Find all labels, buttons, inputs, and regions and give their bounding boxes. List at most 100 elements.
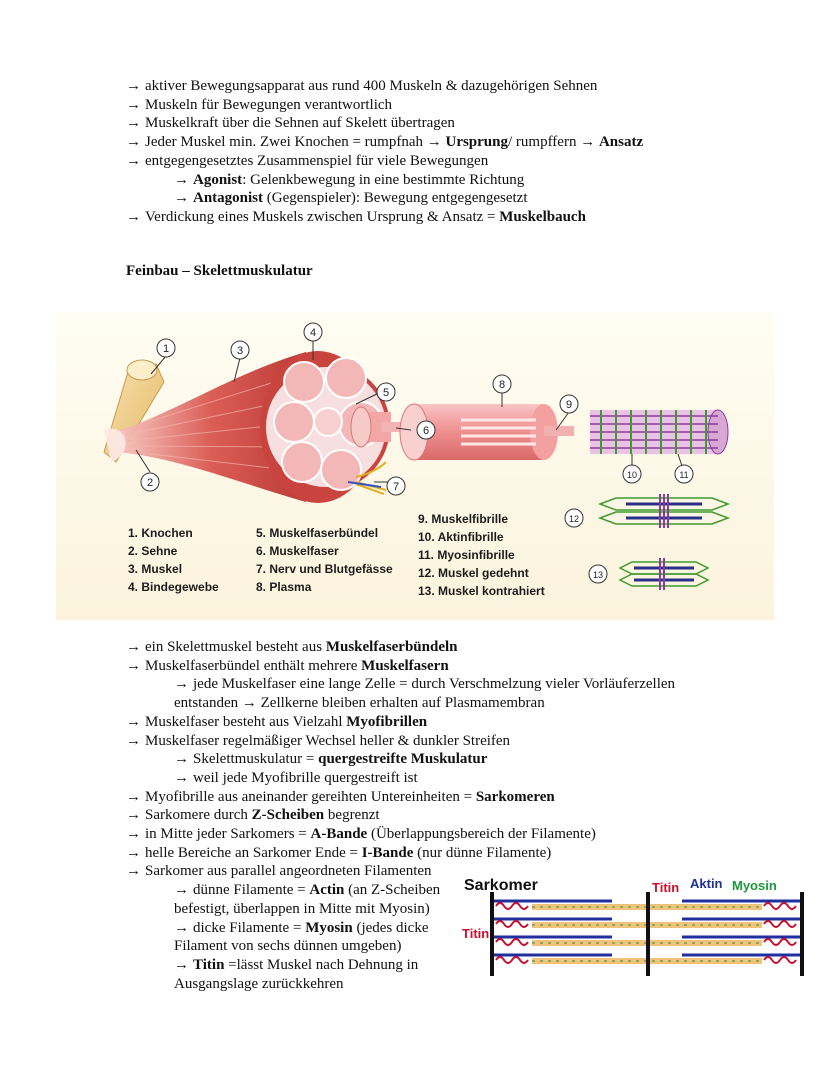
legend-item: 2. Sehne bbox=[128, 544, 178, 558]
legend-item: 11. Myosinfibrille bbox=[418, 548, 515, 562]
arrow-glyph: → bbox=[174, 919, 189, 936]
text-span: weil jede Myofibrille quergestreift ist bbox=[193, 769, 418, 786]
text-span: / rumpffern → bbox=[508, 134, 599, 151]
bold-term: Ursprung bbox=[445, 134, 508, 151]
sarkomer-title: Sarkomer bbox=[464, 877, 538, 894]
text-span: dünne Filamente = bbox=[193, 882, 310, 899]
text-line: →Muskeln für Bewegungen verantwortlich bbox=[126, 96, 806, 115]
text-line: →weil jede Myofibrille quergestreift ist bbox=[126, 769, 806, 788]
number-label: 1 bbox=[163, 343, 169, 355]
number-label: 10 bbox=[627, 470, 637, 480]
bold-term: Muskelbauch bbox=[499, 208, 586, 225]
text-line: →Sarkomer aus parallel angeordneten Fila… bbox=[126, 862, 806, 881]
m-line bbox=[646, 892, 650, 976]
sarcomere-stretched bbox=[597, 494, 731, 528]
text-line: befestigt, überlappen in Mitte mit Myosi… bbox=[126, 900, 806, 919]
arrow-glyph: → bbox=[174, 171, 189, 188]
bold-term: I-Bande bbox=[361, 844, 414, 861]
fiber-bundle-shape bbox=[350, 406, 409, 448]
arrow-glyph: → bbox=[126, 115, 141, 132]
text-line: entstanden → Zellkerne bleiben erhalten … bbox=[126, 694, 806, 713]
z-disk-right bbox=[800, 892, 804, 976]
bold-term: quergestreifte Muskulatur bbox=[318, 751, 488, 768]
titin-spring bbox=[763, 902, 797, 910]
number-label: 11 bbox=[679, 470, 688, 480]
text-span: Verdickung eines Muskels zwischen Urspru… bbox=[145, 208, 500, 225]
bold-term: A-Bande bbox=[310, 826, 368, 843]
text-line: Filament von sechs dünnen umgeben) bbox=[126, 937, 806, 956]
text-span: Sarkomer aus parallel angeordneten Filam… bbox=[145, 863, 432, 880]
bold-term: Sarkomeren bbox=[475, 788, 555, 805]
text-line: →Muskelfaserbündel enthält mehrere Muske… bbox=[126, 657, 806, 676]
number-circle bbox=[559, 394, 579, 414]
legend-item: 10. Aktinfibrille bbox=[418, 530, 504, 544]
legend-item: 6. Muskelfaser bbox=[256, 544, 339, 558]
text-span: Myofibrille aus aneinander gereihten Unt… bbox=[145, 788, 476, 805]
arrow-glyph: → bbox=[126, 844, 141, 861]
text-line: →dicke Filamente = Myosin (jedes dicke bbox=[126, 919, 806, 938]
myosin-label: Myosin bbox=[732, 878, 777, 893]
number-circle bbox=[622, 464, 642, 484]
bold-term: Actin bbox=[309, 882, 345, 899]
text-span: Muskelkraft über die Sehnen auf Skelett … bbox=[145, 115, 455, 132]
titin-spring bbox=[763, 920, 797, 928]
text-line: →Sarkomere durch Z-Scheiben begrenzt bbox=[126, 806, 806, 825]
text-line: →Verdickung eines Muskels zwischen Urspr… bbox=[126, 208, 806, 227]
text-line: →Jeder Muskel min. Zwei Knochen = rumpfn… bbox=[126, 133, 806, 152]
muscle-belly-shape bbox=[104, 352, 307, 502]
text-span: helle Bereiche an Sarkomer Ende = bbox=[145, 844, 362, 861]
bold-term: Z-Scheiben bbox=[251, 807, 325, 824]
aktin-label: Aktin bbox=[690, 876, 723, 891]
body-list: →ein Skelettmuskel besteht aus Muskelfas… bbox=[126, 638, 806, 993]
text-line: Ausgangslage zurückkehren bbox=[126, 975, 806, 994]
number-circle bbox=[564, 508, 584, 528]
arrow-glyph: → bbox=[174, 956, 189, 973]
text-line: →in Mitte jeder Sarkomers = A-Bande (Übe… bbox=[126, 825, 806, 844]
legend-item: 8. Plasma bbox=[256, 580, 312, 594]
number-label: 8 bbox=[499, 379, 505, 391]
legend-item: 4. Bindegewebe bbox=[128, 580, 219, 594]
text-line: →jede Muskelfaser eine lange Zelle = dur… bbox=[126, 675, 806, 694]
intro-list: →aktiver Bewegungsapparat aus rund 400 M… bbox=[126, 77, 806, 227]
text-line: →ein Skelettmuskel besteht aus Muskelfas… bbox=[126, 638, 806, 657]
arrow-glyph: → bbox=[126, 639, 141, 655]
arrow-glyph: → bbox=[126, 96, 141, 113]
text-line: →helle Bereiche an Sarkomer Ende = I-Ban… bbox=[126, 844, 806, 863]
arrow-glyph: → bbox=[126, 152, 141, 169]
text-span: (jedes dicke bbox=[352, 919, 429, 936]
myofibril-shape bbox=[590, 409, 729, 455]
legend-item: 7. Nerv und Blutgefässe bbox=[256, 562, 393, 576]
arrow-glyph: → bbox=[126, 713, 141, 730]
number-label: 12 bbox=[569, 514, 579, 524]
text-line: →entgegengesetztes Zusammenspiel für vie… bbox=[126, 152, 806, 171]
titin-label-top: Titin bbox=[652, 880, 679, 895]
arrow-glyph: → bbox=[174, 882, 189, 899]
text-line: →Myofibrille aus aneinander gereihten Un… bbox=[126, 788, 806, 807]
text-span: begrenzt bbox=[324, 807, 380, 824]
titin-spring bbox=[495, 938, 529, 946]
text-span: Muskelfaser regelmäßiger Wechsel heller … bbox=[145, 732, 511, 749]
titin-spring bbox=[495, 956, 529, 964]
sarcomere-contracted bbox=[618, 558, 710, 590]
number-circle bbox=[230, 340, 250, 360]
text-line: →Muskelkraft über die Sehnen auf Skelett… bbox=[126, 114, 806, 133]
sarcomere-drawing: Sarkomer Titin Aktin Myosin Titin bbox=[462, 876, 804, 976]
text-span: entstanden → Zellkerne bleiben erhalten … bbox=[174, 695, 545, 712]
number-circle bbox=[376, 382, 396, 402]
number-circle bbox=[156, 338, 176, 358]
section-heading: Feinbau – Skelettmuskulatur bbox=[126, 263, 313, 279]
text-span: Filament von sechs dünnen umgeben) bbox=[174, 938, 402, 955]
text-span: : Gelenkbewegung in eine bestimmte Richt… bbox=[242, 171, 525, 188]
arrow-glyph: → bbox=[126, 788, 141, 805]
text-span: Skelettmuskulatur = bbox=[193, 751, 319, 768]
text-span: Sarkomere durch bbox=[145, 807, 252, 824]
bold-term: Titin bbox=[193, 956, 225, 973]
number-circle bbox=[416, 420, 436, 440]
bold-term: Muskelfasern bbox=[361, 657, 449, 674]
number-label: 7 bbox=[393, 481, 399, 493]
number-label: 13 bbox=[593, 570, 603, 580]
